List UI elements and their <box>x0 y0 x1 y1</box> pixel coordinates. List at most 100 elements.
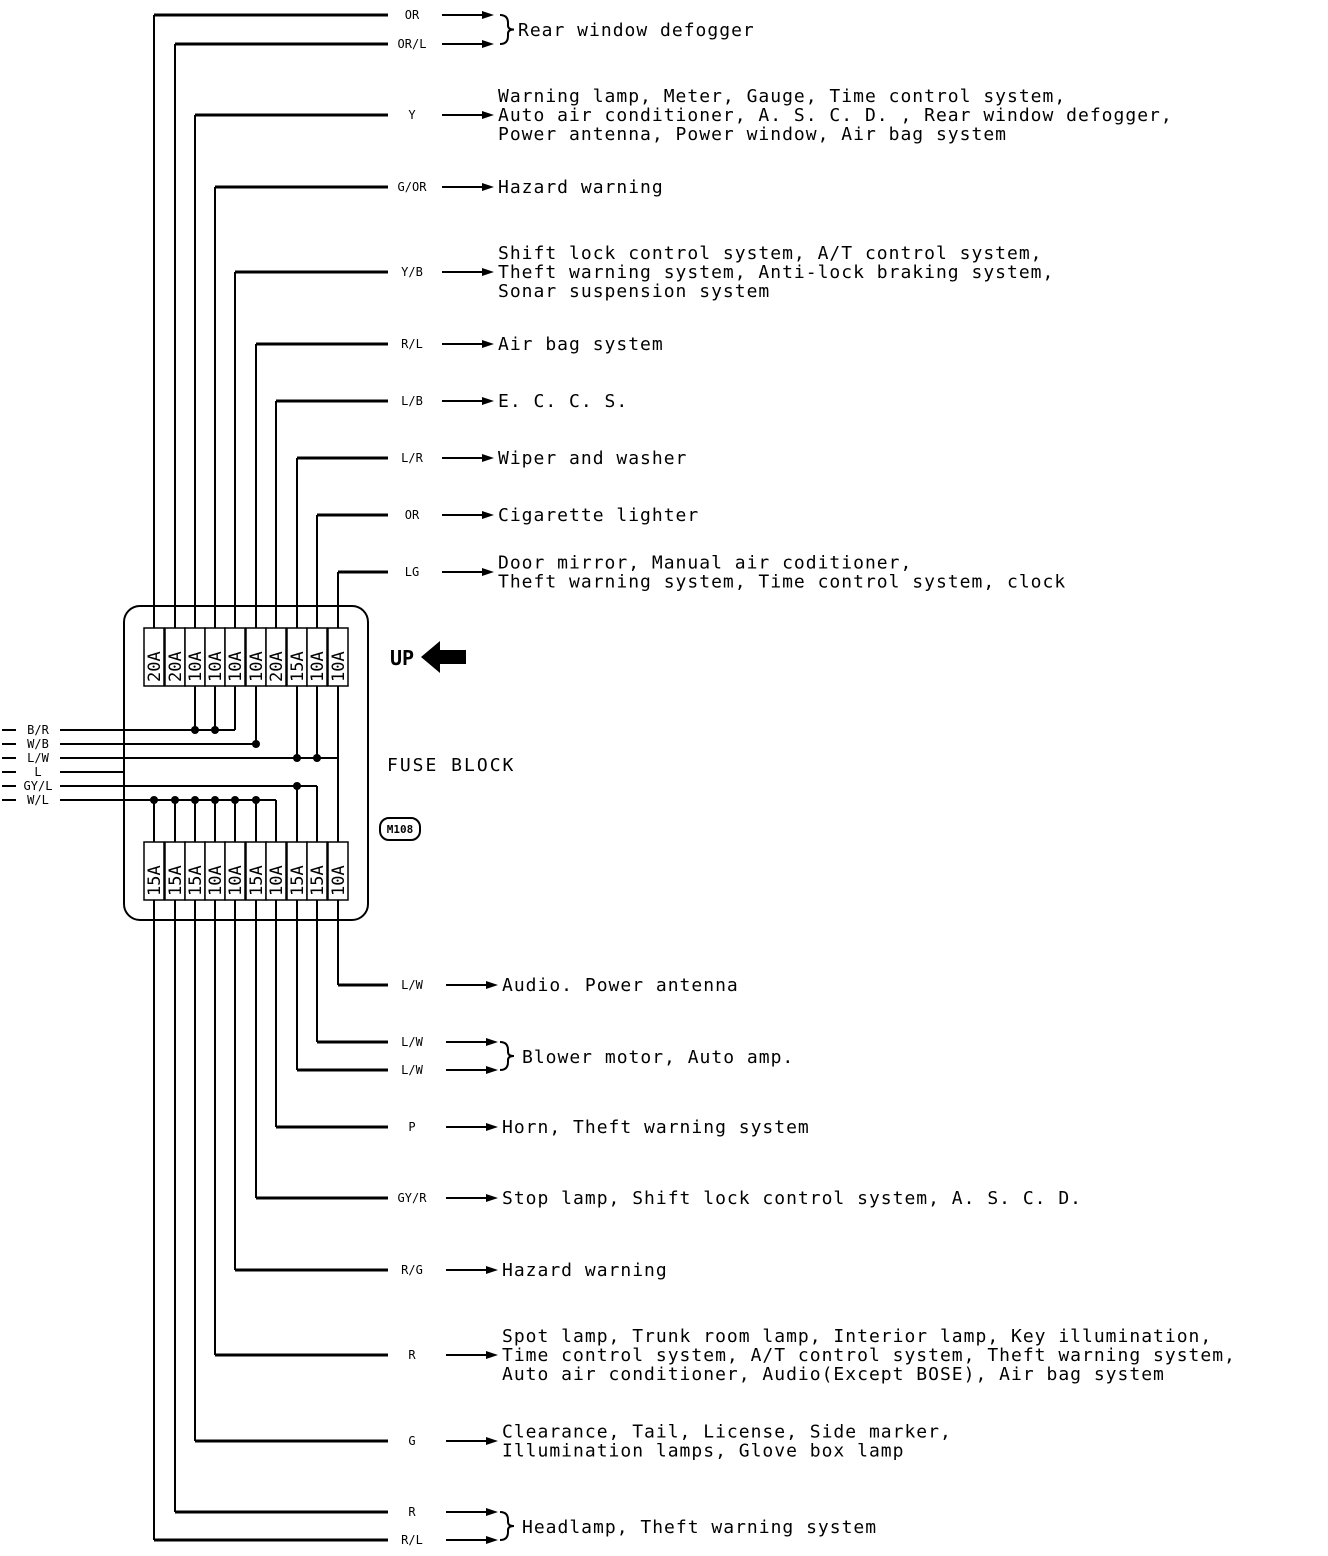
arrow-head-icon <box>486 981 498 989</box>
wire-color-label: G/OR <box>398 180 428 194</box>
bottom-fuse <box>224 841 246 901</box>
circuit-description: Hazard warning <box>502 1260 668 1281</box>
arrow-head-icon <box>482 340 494 348</box>
input-wire-label: L/W <box>27 751 49 765</box>
circuit-description: Air bag system <box>498 334 664 355</box>
wire-color-label: OR <box>405 8 420 22</box>
wire-color-label: L/W <box>401 1035 423 1049</box>
top-fuse <box>265 627 287 687</box>
circuit-description: Warning lamp, Meter, Gauge, Time control… <box>498 86 1066 107</box>
top-fuse-rating: 10A <box>186 651 206 682</box>
top-fuse <box>306 627 328 687</box>
wire-color-label: OR <box>405 508 420 522</box>
wires <box>2 11 515 1544</box>
top-fuse-rating: 20A <box>166 651 186 682</box>
top-fuse-rating: 10A <box>247 651 267 682</box>
top-fuse-rating: 15A <box>288 651 308 682</box>
arrow-head-icon <box>486 1123 498 1131</box>
wire-color-label: G <box>408 1434 415 1448</box>
wire-color-label: R/L <box>401 1533 423 1547</box>
bottom-fuse-rating: 15A <box>145 865 165 896</box>
bottom-fuse-rating: 10A <box>206 865 226 896</box>
brace-icon <box>499 1041 515 1071</box>
arrow-head-icon <box>486 1536 498 1544</box>
bottom-fuse <box>143 841 165 901</box>
arrow-head-icon <box>482 11 494 19</box>
arrow-head-icon <box>482 568 494 576</box>
wire-color-label: Y <box>408 108 416 122</box>
top-fuse <box>143 627 165 687</box>
arrow-head-icon <box>486 1038 498 1046</box>
connector-label: M108 <box>387 823 414 836</box>
fuse-block-title: FUSE BLOCK <box>387 755 515 776</box>
circuit-description: Auto air conditioner, Audio(Except BOSE)… <box>502 1364 1165 1385</box>
circuit-description: Power antenna, Power window, Air bag sys… <box>498 124 1007 145</box>
top-fuse-rating: 10A <box>308 651 328 682</box>
connector-badge <box>379 817 421 841</box>
bottom-fuse-rating: 10A <box>226 865 246 896</box>
arrow-head-icon <box>482 454 494 462</box>
arrow-head-icon <box>486 1508 498 1516</box>
arrow-head-icon <box>482 183 494 191</box>
circuit-description: Auto air conditioner, A. S. C. D. , Rear… <box>498 105 1173 126</box>
input-wire-label: GY/L <box>24 779 53 793</box>
circuit-description: Stop lamp, Shift lock control system, A.… <box>502 1188 1082 1209</box>
wire-color-label: Y/B <box>401 265 423 279</box>
wire-color-label: P <box>408 1120 415 1134</box>
top-fuse-rating: 20A <box>145 651 165 682</box>
input-wire-label: B/R <box>27 723 49 737</box>
top-fuse-rating: 10A <box>226 651 246 682</box>
brace-icon <box>499 1511 515 1541</box>
circuit-description: Blower motor, Auto amp. <box>522 1047 794 1068</box>
top-fuse <box>224 627 246 687</box>
circuit-description: Theft warning system, Anti-lock braking … <box>498 262 1054 283</box>
bottom-fuse-rating: 15A <box>166 865 186 896</box>
bottom-fuse-rating: 15A <box>308 865 328 896</box>
wire-color-label: L/R <box>401 451 423 465</box>
top-fuse-rating: 10A <box>329 651 349 682</box>
bottom-fuse-rating: 10A <box>267 865 287 896</box>
fuse-block-outline <box>123 605 369 921</box>
wire-color-label: R <box>408 1348 416 1362</box>
arrow-head-icon <box>486 1194 498 1202</box>
circuit-description: Clearance, Tail, License, Side marker, <box>502 1422 952 1443</box>
arrow-head-icon <box>482 268 494 276</box>
brace-icon <box>499 14 515 45</box>
circuit-description: Cigarette lighter <box>498 505 699 526</box>
top-fuse-rating: 10A <box>206 651 226 682</box>
wire-color-label: L/B <box>401 394 423 408</box>
circuit-description: Headlamp, Theft warning system <box>522 1517 877 1538</box>
top-fuse <box>327 627 349 687</box>
wire-color-label: R/G <box>401 1263 423 1277</box>
bottom-fuse-rating: 15A <box>288 865 308 896</box>
circuit-description: Audio. Power antenna <box>502 975 739 996</box>
top-fuse-rating: 20A <box>267 651 287 682</box>
circuit-description: Sonar suspension system <box>498 281 770 302</box>
bottom-fuse-rating: 15A <box>186 865 206 896</box>
bottom-fuse <box>327 841 349 901</box>
bottom-fuse <box>306 841 328 901</box>
arrow-head-icon <box>486 1266 498 1274</box>
arrow-head-icon <box>486 1351 498 1359</box>
circuit-description: Rear window defogger <box>518 20 755 41</box>
bottom-fuse-rating: 15A <box>247 865 267 896</box>
wire-color-label: L/W <box>401 978 423 992</box>
up-arrow-icon <box>421 641 466 673</box>
circuit-description: Spot lamp, Trunk room lamp, Interior lam… <box>502 1326 1212 1347</box>
wire-color-label: R/L <box>401 337 423 351</box>
arrow-head-icon <box>482 397 494 405</box>
input-wire-label: L <box>34 765 41 779</box>
arrow-head-icon <box>486 1066 498 1074</box>
circuit-description: Illumination lamps, Glove box lamp <box>502 1441 904 1462</box>
wire-color-label: OR/L <box>398 37 427 51</box>
wire-color-label: GY/R <box>398 1191 428 1205</box>
wire-color-label: L/W <box>401 1063 423 1077</box>
bottom-fuse-rating: 10A <box>329 865 349 896</box>
circuit-description: E. C. C. S. <box>498 391 628 412</box>
